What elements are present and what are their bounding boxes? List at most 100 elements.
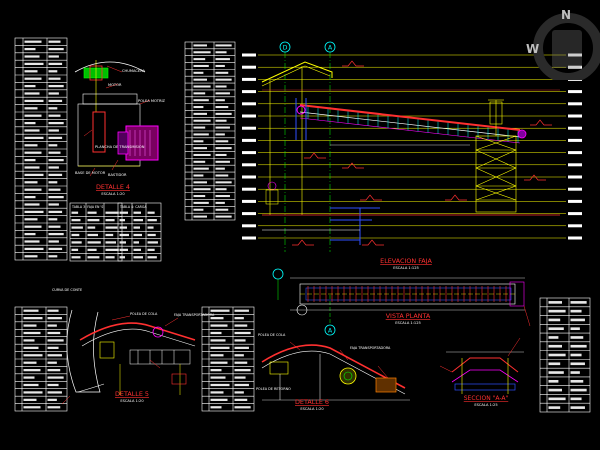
table-cell-text	[119, 248, 128, 251]
table-cell-text	[105, 226, 118, 229]
table-cell-text	[87, 256, 100, 259]
detail-5-scale: ESCALA 1:20	[120, 399, 144, 403]
table-cell-text	[48, 129, 59, 132]
elevation-axis-a: A	[328, 45, 333, 52]
spec-table-mid-top	[184, 41, 236, 221]
table-carga	[117, 202, 162, 262]
table-cell-text	[215, 71, 229, 74]
table-cell-text	[210, 346, 230, 349]
table-cell-text	[210, 361, 228, 364]
table-cell-text	[24, 218, 38, 221]
table-cell-text	[48, 144, 58, 147]
table-cell-text	[105, 241, 116, 244]
table-cell-text	[71, 248, 79, 251]
level-tag-right	[568, 90, 582, 94]
table-cell-text	[71, 233, 80, 237]
table-cell-text	[133, 211, 141, 214]
compass-north-label[interactable]: N	[561, 8, 572, 22]
table-cell-text	[48, 195, 64, 199]
table-cell-text	[548, 353, 566, 357]
table-cell-text	[24, 136, 44, 140]
table-cell-text	[193, 85, 211, 88]
table-cell-text	[48, 77, 61, 80]
svg-text:FAJA TRANSPORTADORA: FAJA TRANSPORTADORA	[174, 313, 215, 317]
table-cell-text	[548, 309, 566, 313]
level-tag-left	[242, 151, 256, 155]
level-tag-right	[568, 65, 582, 69]
level-marker	[362, 239, 384, 246]
level-tag-right	[568, 187, 582, 191]
table-cell-text	[24, 173, 44, 177]
level-tag-left	[242, 126, 256, 130]
table-cell-text	[193, 201, 209, 204]
svg-text:POLEA DE COLA: POLEA DE COLA	[258, 333, 286, 337]
level-tag-right	[568, 53, 582, 57]
table-cell-text	[24, 240, 40, 243]
level-tag-right	[568, 163, 582, 167]
detail-5-drawing	[61, 309, 196, 405]
plan-view-scale: ESCALA 1:125	[395, 321, 421, 325]
table-cell-text	[210, 354, 224, 357]
table-cell-text	[23, 331, 41, 335]
table-cell-text	[48, 225, 61, 228]
table-cell-text	[87, 211, 97, 214]
table-cell-text	[570, 318, 585, 322]
level-marker	[360, 194, 382, 201]
plan-view-drawing	[272, 268, 531, 336]
table-cell-text	[23, 383, 39, 387]
table-cell-text	[193, 58, 206, 61]
table-cell-text	[48, 255, 58, 258]
table-cell-text	[548, 371, 564, 374]
detail-6-labels: POLEA DE COLA FAJA TRANSPORTADORA POLEA …	[256, 333, 391, 391]
view-compass[interactable]: N W	[526, 6, 600, 83]
table-cell-text	[71, 211, 79, 214]
table-cell-text	[48, 210, 63, 214]
table-cell-text	[24, 121, 36, 125]
table-cell-text	[24, 203, 40, 206]
level-marker	[342, 162, 364, 169]
table-cell-text	[193, 215, 207, 218]
table-cell-text	[234, 369, 251, 372]
table-cell-text	[24, 166, 40, 169]
table-cell-text	[215, 58, 230, 61]
table-cell-text	[234, 361, 248, 364]
detail-5-title: DETALLE 5	[115, 390, 149, 398]
table-cell-text	[23, 309, 39, 312]
table-cell-text	[193, 195, 206, 198]
table-cell-text	[47, 398, 57, 401]
table-cell-text	[570, 388, 587, 392]
compass-west-label[interactable]: W	[526, 42, 540, 56]
table-cell-text	[24, 255, 38, 258]
table-cell-text	[48, 62, 63, 66]
table-cell-text	[210, 391, 224, 394]
table-cell-text	[24, 158, 36, 162]
table-cell-text	[215, 99, 225, 102]
spec-table-bottom-right	[539, 297, 591, 413]
spec-table-mid-top-text	[193, 44, 232, 218]
compass-ring-icon	[533, 13, 600, 83]
table-cell-text	[193, 106, 204, 109]
detail-6-scale: ESCALA 1:20	[300, 407, 324, 411]
level-tag-right	[568, 138, 582, 142]
table-cell-text	[215, 119, 227, 122]
level-tag-right	[568, 126, 582, 130]
elevation-scale: ESCALA 1:125	[393, 266, 419, 270]
table-cell-text	[133, 233, 142, 237]
svg-text:CHUMACERA: CHUMACERA	[122, 69, 145, 73]
spec-table-left-top-text	[24, 40, 64, 258]
table-cell-text	[210, 376, 226, 379]
table-cell-text	[215, 215, 232, 218]
table-cell-text	[234, 406, 251, 409]
table-cell-text	[23, 361, 37, 364]
table-cell-text	[47, 317, 62, 320]
table-cell-text	[210, 309, 230, 312]
table-cell-text	[215, 64, 225, 67]
table-cell-text	[147, 248, 155, 251]
table-cell-text	[234, 309, 249, 312]
svg-text:PLANCHA DE TRANSMISION: PLANCHA DE TRANSMISION	[95, 145, 145, 149]
table-cell-text	[119, 241, 126, 244]
table-cell-text	[87, 241, 101, 244]
table-cell-text	[215, 208, 229, 211]
table-cell-text	[24, 247, 44, 251]
